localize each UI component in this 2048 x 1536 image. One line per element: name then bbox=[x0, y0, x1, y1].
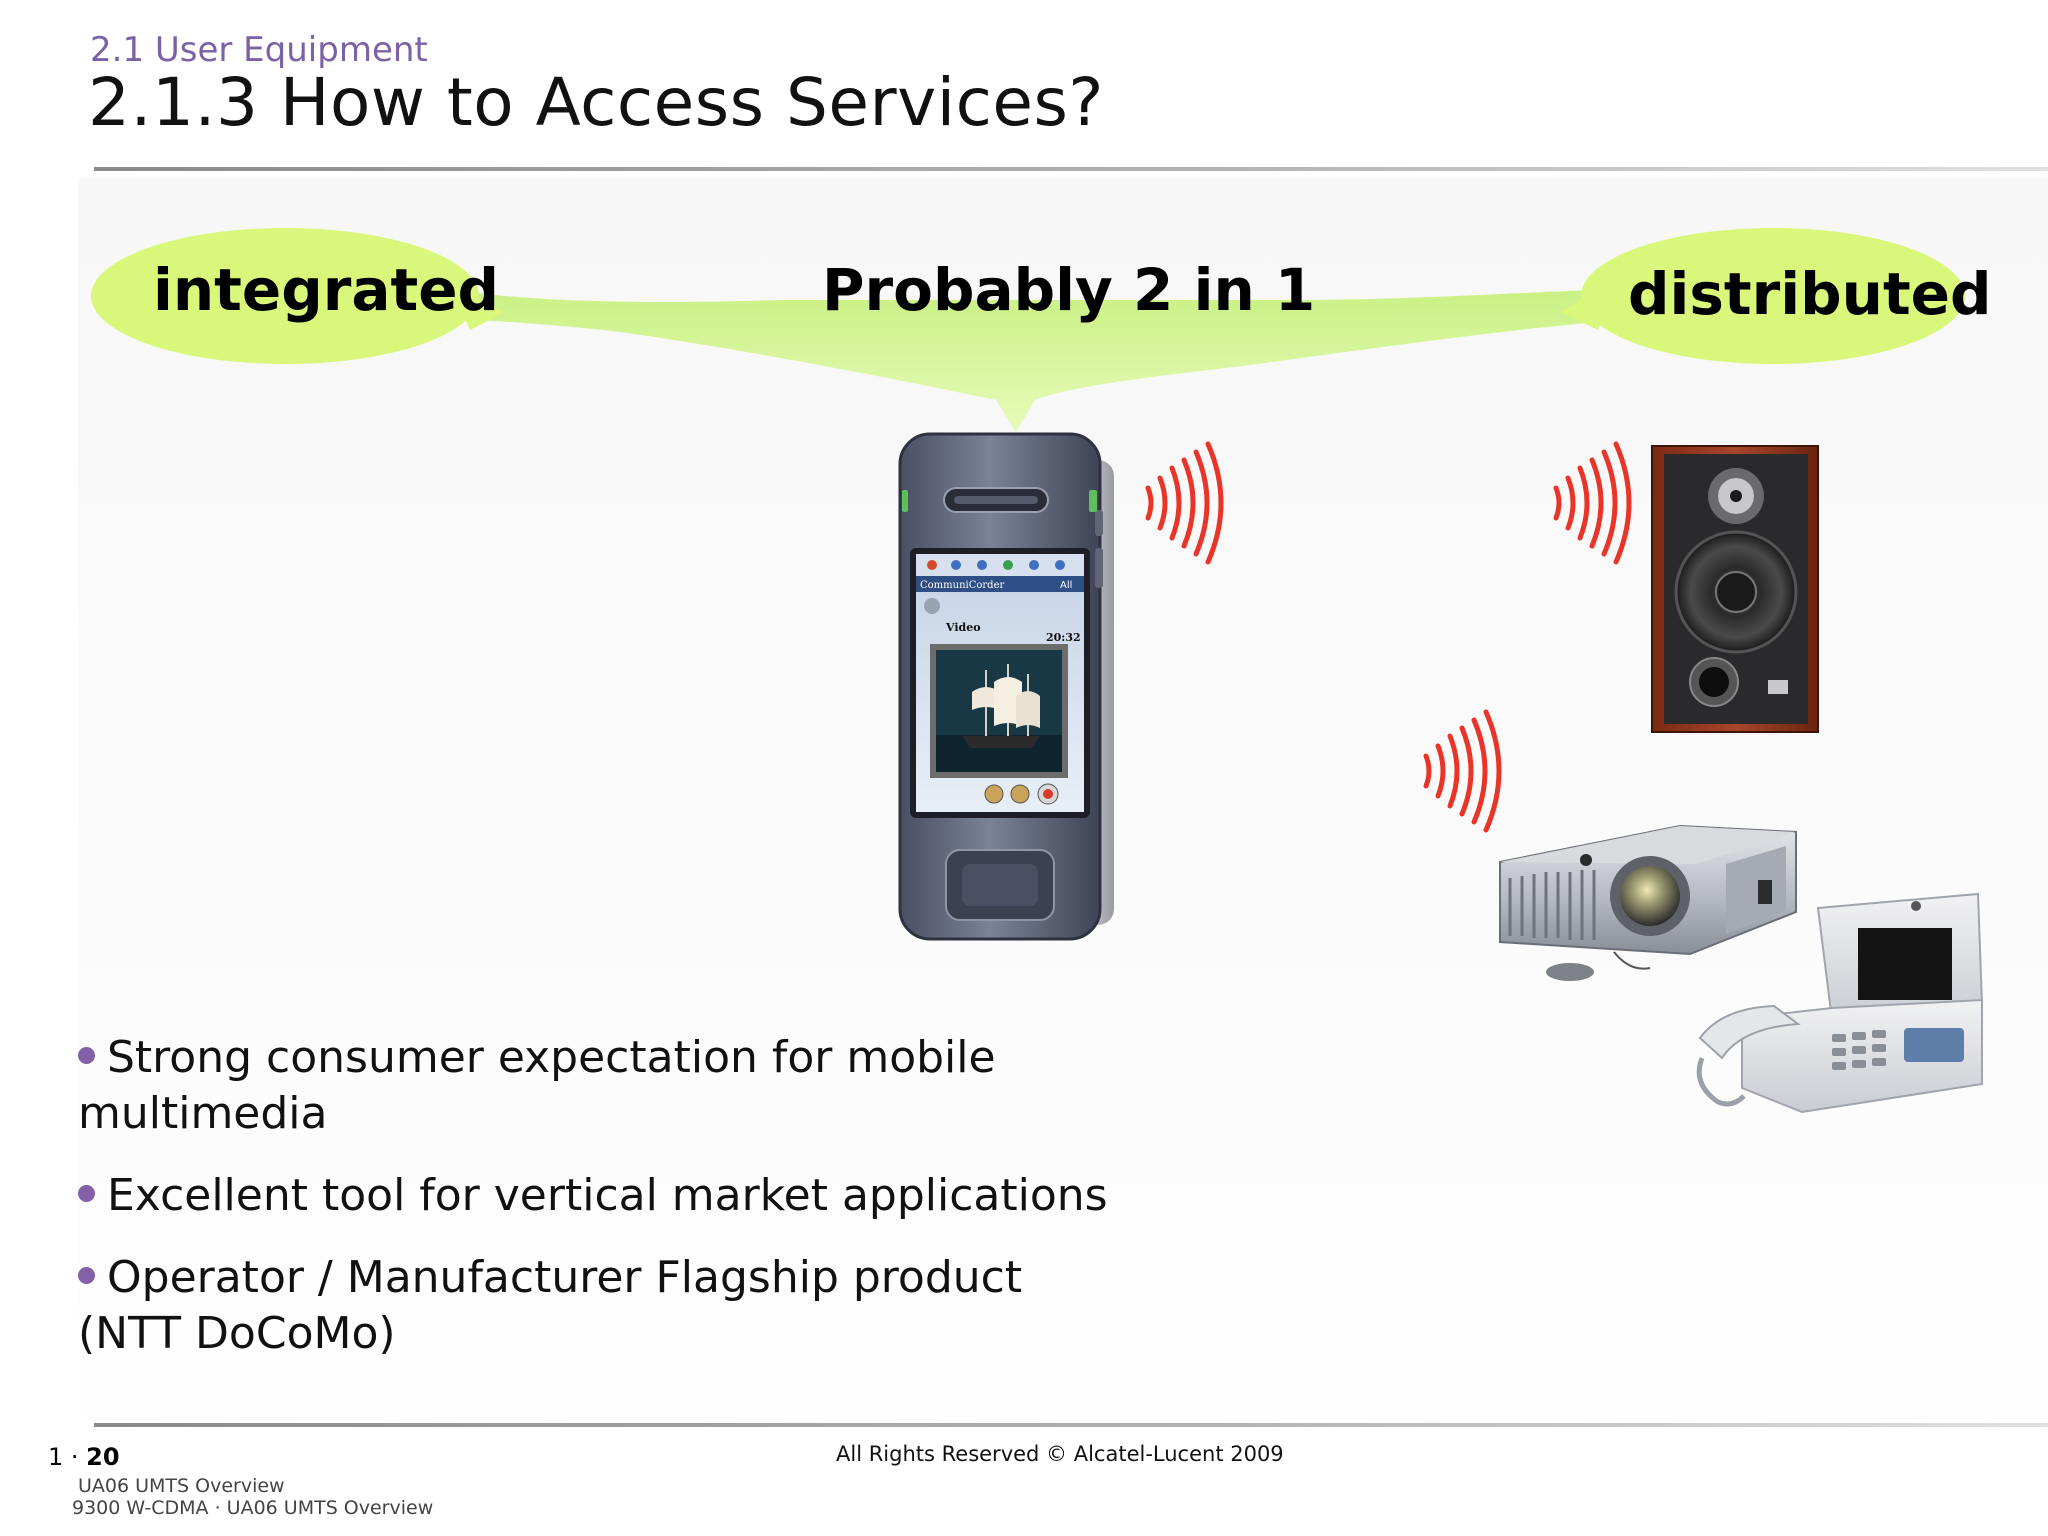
label-integrated: integrated bbox=[153, 256, 500, 324]
label-distributed: distributed bbox=[1628, 260, 1992, 328]
bullet-text: Strong consumer expectation for mobile m… bbox=[78, 1032, 996, 1139]
bullet-dot bbox=[78, 1185, 95, 1202]
bullet-item: Operator / Manufacturer Flagship product… bbox=[78, 1250, 1128, 1362]
footer-divider bbox=[94, 1423, 2048, 1427]
bullet-text: Operator / Manufacturer Flagship product… bbox=[78, 1252, 1023, 1359]
bullet-dot bbox=[78, 1047, 95, 1064]
copyright-notice: All Rights Reserved © Alcatel-Lucent 200… bbox=[836, 1442, 1284, 1466]
projector-image bbox=[1499, 824, 1797, 981]
phone-app-name: CommuniCorder bbox=[920, 580, 1004, 591]
bullet-dot bbox=[78, 1267, 95, 1284]
bullet-item: Excellent tool for vertical market appli… bbox=[78, 1168, 1128, 1224]
title-divider bbox=[94, 167, 2048, 171]
bullet-text: Excellent tool for vertical market appli… bbox=[107, 1170, 1108, 1221]
phone-mode: Video bbox=[945, 621, 981, 634]
callout-band bbox=[455, 290, 1600, 432]
footer-product-line: 9300 W-CDMA · UA06 UMTS Overview bbox=[72, 1497, 434, 1519]
videophone-image bbox=[1696, 892, 1984, 1114]
page-number: 1 · 20 bbox=[48, 1443, 120, 1471]
bullet-list: Strong consumer expectation for mobile m… bbox=[78, 1030, 1128, 1388]
slide-title: 2.1.3 How to Access Services? bbox=[88, 64, 1104, 141]
signal-waves-speaker bbox=[1553, 441, 1632, 565]
page-prefix: 1 · bbox=[48, 1443, 87, 1471]
speaker-image bbox=[1651, 445, 1819, 733]
footer-course-title: UA06 UMTS Overview bbox=[78, 1475, 285, 1497]
bullet-item: Strong consumer expectation for mobile m… bbox=[78, 1030, 1128, 1142]
page-number-value: 20 bbox=[86, 1443, 120, 1471]
bubble-integrated bbox=[91, 228, 479, 364]
phone-filter: All bbox=[1060, 580, 1072, 591]
signal-waves-phone bbox=[1145, 441, 1224, 565]
phone-time: 20:32 bbox=[1046, 631, 1081, 644]
signal-waves-projector bbox=[1423, 709, 1502, 833]
smartphone-image: CommuniCorder All Video 20:32 bbox=[898, 432, 1114, 941]
bubble-distributed bbox=[1581, 228, 1965, 364]
section-label: 2.1 User Equipment bbox=[90, 30, 428, 70]
label-probably-2-in-1: Probably 2 in 1 bbox=[822, 256, 1316, 324]
